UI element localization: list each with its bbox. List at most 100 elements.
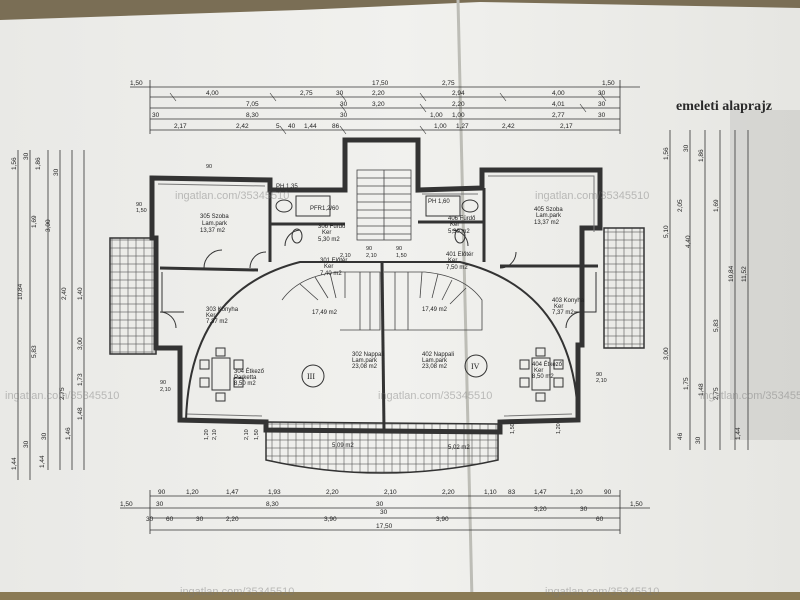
bot-dim-r1-11: 90 [604,489,612,496]
room-403: 403 Konyha Ker 7,37 m2 [552,298,585,316]
left-balcony [109,237,157,355]
room-402: 402 Nappali Lam.park 23,08 m2 [422,352,454,370]
top-dim-r2-0: 4,00 [206,90,219,97]
left-dim-1: 30 [23,152,30,160]
room-403-area: 7,37 m2 [552,310,574,316]
bot-dim-r2-0: 1,50 [120,501,133,508]
left-dim-3: 30 [53,168,60,176]
room-303: 303 Konyha Ker 7,37 m2 [206,307,239,325]
kitchen-counter-right [574,272,597,313]
stair-area-right: 17,49 m2 [422,307,448,313]
left-dim-11: 3,00 [77,337,84,350]
room-304-area: 8,50 m2 [234,381,256,387]
room-405-area: 13,37 m2 [534,220,560,226]
main-stairwell [356,169,412,241]
right-dim-16: 30 [695,436,702,444]
small-dimension-text: 90 1,50 90 2,10 90 2,10 90 1,50 90 2,10 … [136,164,607,440]
room-301-name: 301 Előtér [320,258,347,264]
bot-dim-r3-4: 3,90 [324,516,337,523]
bot-dim-r1-7: 1,10 [484,489,497,496]
small-dim-8: 90 [596,372,602,378]
room-403-floor: Ker [554,304,563,310]
room-304-floor: Parketta [234,375,257,381]
small-dim-13: 2,10 [212,429,218,440]
room-405-name: 405 Szoba [534,207,563,213]
room-401-area: 7,50 m2 [446,265,468,271]
left-dim-14: 1,44 [11,457,18,470]
watermark-5: ingatlan.com/35345510 [700,390,800,402]
top-dim-r2-1: 2,75 [300,90,313,97]
right-dim-9: 11,52 [741,266,748,282]
unit-marker-iv: IV [471,362,480,371]
left-dim-0: 1,56 [11,157,18,170]
small-dim-16: 1,50 [510,423,516,434]
bot-dim-r3-6: 3,90 [436,516,449,523]
interior-walls [159,188,598,431]
unit-marker-labels: III IV [307,362,480,381]
room-404-name: 404 Étkező [532,361,563,368]
small-dim-11: 2,10 [160,387,171,393]
small-dim-5: 2,10 [366,253,377,259]
room-405-floor: Lam.park [536,213,562,219]
bot-dim-r1-3: 1,93 [268,489,281,496]
top-dim-r1-2: 2,75 [442,80,455,87]
bot-dim-total: 17,50 [376,523,393,530]
left-dim-18: 1,44 [39,455,46,468]
top-dim-r2-5: 4,00 [552,90,565,97]
room-401: 401 Előtér Ker 7,50 m2 [446,252,473,271]
room-406-name: 406 Fürdő [448,216,476,222]
balcony-area-left: 5,09 m2 [332,443,354,449]
small-dim-17: 1,20 [556,423,562,434]
bot-dim-r2-2: 8,30 [266,501,279,508]
watermark-3: ingatlan.com/35345510 [5,390,120,402]
small-dim-15: 2,10 [244,429,250,440]
plan-title: emeleti alaprajz [676,99,773,114]
left-dim-16: 30 [41,432,48,440]
left-dim-6: 5,83 [31,345,38,358]
bot-dim-r1-2: 1,47 [226,489,239,496]
room-306-name: 306 Fürdő [318,224,346,230]
room-401-name: 401 Előtér [446,252,473,258]
left-dim-5: 3,00 [45,219,52,232]
doors [159,229,581,329]
watermark-2: ingatlan.com/35345510 [535,190,650,202]
room-302-area: 23,08 m2 [352,364,378,370]
paper-fold [456,0,474,600]
watermark-4: ingatlan.com/35345510 [378,390,493,402]
room-303-floor: Ker [206,313,215,319]
top-dim-r3-1: 30 [340,101,348,108]
bot-dim-r3-0: 30 [146,516,154,523]
bot-dim-r1-0: 90 [158,489,166,496]
bot-dim-r3-8: 30 [580,506,588,513]
right-dim-13: 2,75 [713,387,720,400]
top-dim-r5-0: 2,17 [174,123,187,130]
room-404-area: 8,50 m2 [532,374,554,380]
small-dim-10: 90 [160,380,166,386]
room-302-name: 302 Nappali [352,352,384,358]
top-dim-r4-1: 8,30 [246,112,259,119]
top-dim-r2-4: 2,94 [452,90,465,97]
left-dim-8: 10,84 [17,283,24,300]
bot-dim-r3-9: 60 [596,516,604,523]
paper-smudge [730,110,800,440]
bot-dim-r1-1: 1,20 [186,489,199,496]
room-402-floor: Lam.park [422,358,448,364]
room-402-name: 402 Nappali [422,352,454,358]
unit-marker-circle-iii [301,364,325,388]
right-dim-3: 2,05 [677,199,684,212]
bot-dim-r1-6: 2,20 [442,489,455,496]
top-dim-r4-3: 1,00 [430,112,443,119]
room-306-floor: Ker [322,230,331,236]
room-305-name: 305 Szoba [200,214,229,220]
room-406: 406 Fürdő Ker 5,30 m2 [448,216,476,235]
right-dim-12: 1,48 [698,383,705,396]
bot-dim-r1-10: 1,20 [570,489,583,496]
bottom-dimension-lines [120,490,650,534]
top-dim-r2-2: 30 [336,90,344,97]
left-dimension-text: 1,56 30 1,86 30 1,69 3,00 5,83 2,75 10,8… [11,152,84,470]
left-dim-10: 1,40 [77,287,84,300]
bot-dim-r2-1: 30 [156,501,164,508]
top-dim-r1-3: 1,50 [602,80,615,87]
bot-dim-r1-9: 1,47 [534,489,547,496]
